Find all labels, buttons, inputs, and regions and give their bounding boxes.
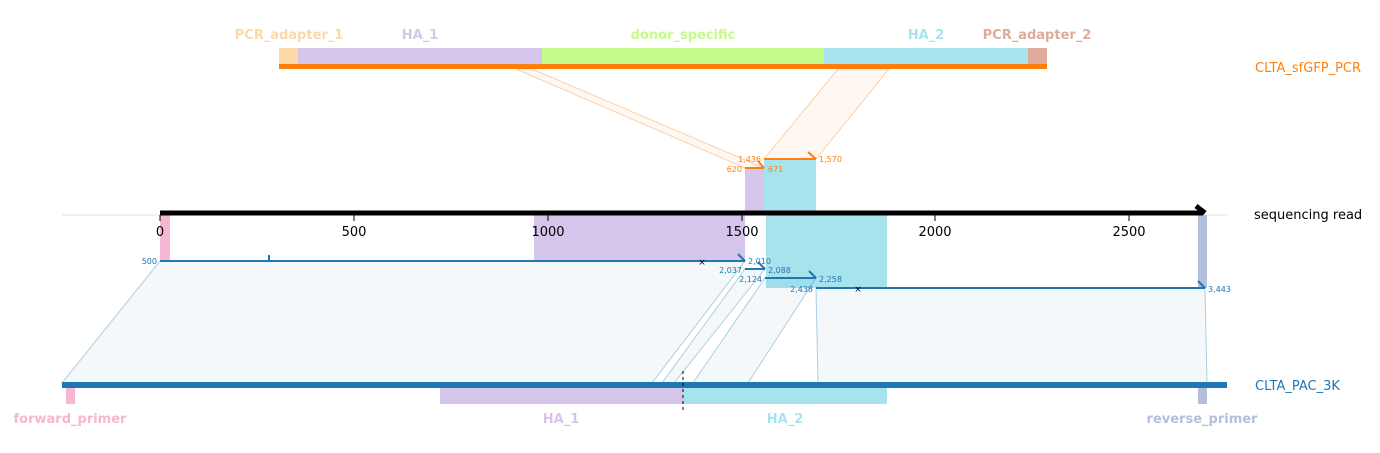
read-track-label: sequencing read — [1254, 208, 1362, 223]
donor-ref-end-label: 1,570 — [819, 155, 842, 164]
target-feature-label-forward-primer: forward_primer — [14, 412, 128, 427]
target-feature-forward-primer — [66, 388, 75, 404]
donor-track: PCR_adapter_1 HA_1 donor_specific HA_2 P… — [235, 28, 1361, 76]
target-read-start-label: 2,438 — [790, 285, 813, 294]
target-read-end-label: 3,443 — [1208, 285, 1231, 294]
read-shade-ha-1 — [534, 215, 745, 261]
read-tick-label: 0 — [156, 225, 164, 240]
donor-feature-label-ha-2: HA_2 — [908, 28, 945, 43]
target-read-start-label: 2,037 — [719, 266, 742, 275]
target-read-end-label: 2,088 — [768, 266, 791, 275]
read-tick-label: 1500 — [725, 225, 758, 240]
read-direction-arrowhead — [1194, 204, 1207, 215]
read-target-band-1 — [60, 260, 747, 384]
donor-read-band-2 — [762, 68, 891, 160]
target-feature-label-ha-1: HA_1 — [543, 412, 580, 427]
read-target-bands — [60, 260, 1208, 384]
target-feature-ha-1 — [440, 388, 683, 404]
target-alignment-arrowhead — [1197, 280, 1206, 289]
target-track: forward_primer HA_1 HA_2 reverse_primer … — [14, 371, 1340, 427]
read-shade-donor-ha-2 — [764, 159, 816, 215]
read-track: 0 500 1000 1500 2000 2500 sequencing rea… — [62, 159, 1362, 288]
read-tick-label: 2500 — [1112, 225, 1145, 240]
target-feature-reverse-primer — [1198, 388, 1207, 404]
target-read-start-label: 2,124 — [739, 275, 762, 284]
target-feature-label-reverse-primer: reverse_primer — [1147, 412, 1259, 427]
donor-read-start-label: 620 — [727, 165, 742, 174]
donor-feature-ha-1 — [298, 48, 542, 65]
donor-track-label: CLTA_sfGFP_PCR — [1255, 61, 1361, 76]
target-read-end-label: 2,010 — [748, 257, 771, 266]
read-tick-label: 500 — [342, 225, 367, 240]
donor-alignment-arrowhead — [807, 151, 817, 160]
donor-feature-pcr-adapter-2 — [1028, 48, 1047, 65]
mismatch-marker: × — [854, 285, 862, 295]
donor-feature-donor-specific — [542, 48, 824, 65]
donor-feature-label-ha-1: HA_1 — [402, 28, 439, 43]
read-shade-reverse-primer — [1198, 215, 1207, 288]
read-target-band-4 — [815, 287, 1208, 384]
donor-alignments: 620 671 1,436 1,570 — [727, 151, 842, 174]
donor-read-end-label: 671 — [768, 165, 783, 174]
read-tick-label: 2000 — [918, 225, 951, 240]
donor-ref-start-label: 1,436 — [738, 155, 761, 164]
donor-alignment-arrowhead — [757, 160, 765, 169]
target-alignment-arrowhead — [757, 261, 766, 270]
read-shade-forward-primer — [160, 215, 170, 261]
read-shade-ha-2 — [766, 215, 887, 288]
target-alignment-arrowhead — [808, 270, 817, 279]
read-tick-label: 1000 — [531, 225, 564, 240]
target-reference-bar — [62, 382, 1227, 388]
donor-feature-label-pcr-adapter-1: PCR_adapter_1 — [235, 28, 344, 43]
donor-feature-pcr-adapter-1 — [279, 48, 298, 65]
read-axis-ticks — [159, 215, 1130, 221]
read-shade-donor-ha-1 — [745, 168, 764, 215]
target-feature-ha-2 — [683, 388, 887, 404]
target-read-start-label: 500 — [142, 257, 157, 266]
target-alignments: × × 500 2,010 2,037 2,088 2,124 2,258 2,… — [142, 253, 1231, 295]
target-feature-label-ha-2: HA_2 — [767, 412, 804, 427]
donor-feature-label-pcr-adapter-2: PCR_adapter_2 — [983, 28, 1092, 43]
donor-feature-label-donor-specific: donor_specific — [631, 28, 736, 43]
donor-reference-bar — [279, 64, 1047, 69]
target-read-end-label: 2,258 — [819, 275, 842, 284]
donor-read-band-1 — [515, 68, 765, 169]
target-track-label: CLTA_PAC_3K — [1255, 379, 1340, 394]
target-alignment-arrowhead — [737, 253, 746, 262]
donor-feature-ha-2 — [824, 48, 1028, 65]
mismatch-marker: × — [698, 258, 706, 268]
